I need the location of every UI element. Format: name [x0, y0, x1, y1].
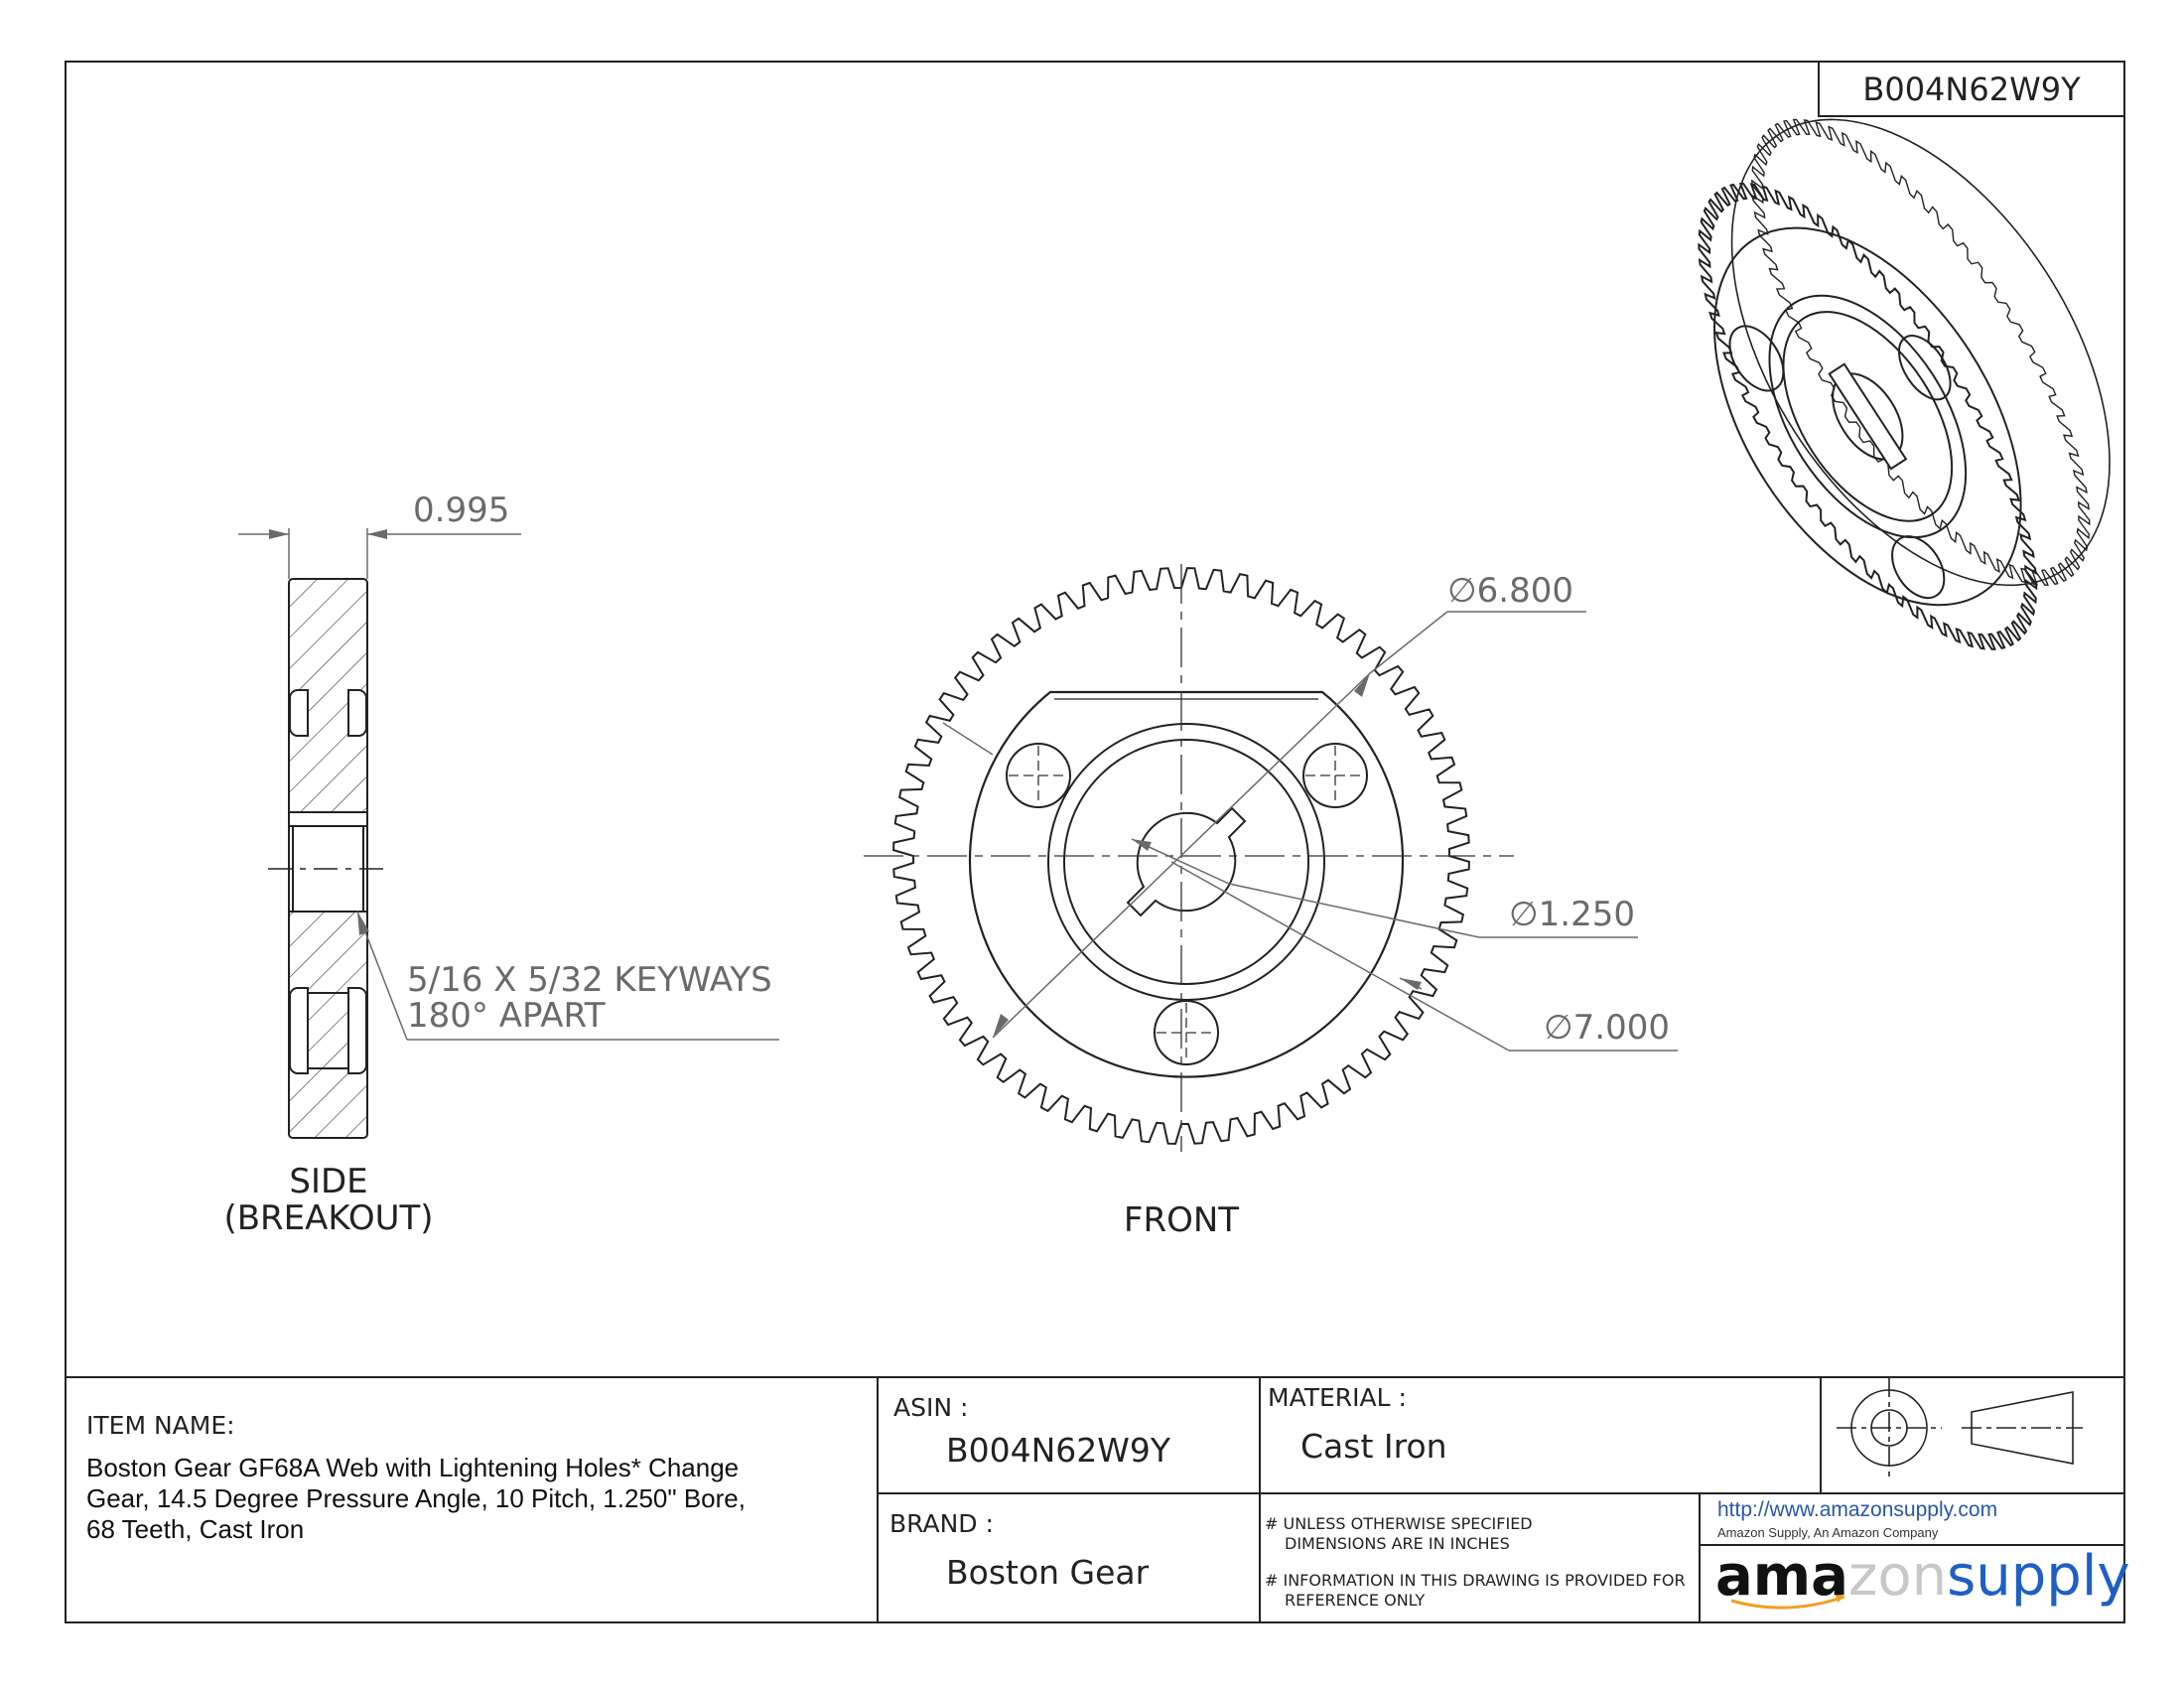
title-block: [66, 1376, 2124, 1622]
keyway-note-line2: 180° APART: [407, 995, 606, 1036]
iso-hub-inner: [1782, 311, 1954, 522]
lightening-hole: [1302, 743, 1368, 808]
iso-gear-teeth-back: [1751, 118, 2091, 587]
iso-hole: [1897, 335, 1952, 401]
pitch-diameter-label: ∅7.000: [1544, 1008, 1670, 1048]
side-view-label: SIDE (BREAKOUT): [223, 1162, 434, 1239]
web-outline: [968, 690, 1405, 1078]
material-label: MATERIAL :: [1268, 1383, 1407, 1412]
reference-note: # INFORMATION IN THIS DRAWING IS PROVIDE…: [1265, 1571, 1686, 1610]
asin-value: B004N62W9Y: [946, 1431, 1171, 1470]
isometric-view: [1698, 118, 2111, 650]
diameter-symbol-icon: ∅: [1509, 895, 1539, 934]
item-name-value: Boston Gear GF68A Web with Lightening Ho…: [86, 1453, 746, 1545]
hub-inner: [1063, 739, 1309, 985]
lightening-hole: [1154, 1000, 1219, 1065]
amazon-supply-logo: amazonsupply: [1715, 1544, 2130, 1609]
brand-value: Boston Gear: [946, 1553, 1150, 1592]
front-centerlines: [864, 564, 1514, 1152]
side-view: [268, 578, 387, 1139]
keyway-note: 5/16 X 5/32 KEYWAYS 180° APART: [407, 960, 772, 1036]
logo-smile-tip: [1835, 1592, 1844, 1603]
bore-diameter-label: ∅1.250: [1509, 895, 1635, 934]
website-link[interactable]: http://www.amazonsupply.com: [1717, 1498, 1998, 1521]
diameter-symbol-icon: ∅: [1447, 571, 1477, 611]
units-note: # UNLESS OTHERWISE SPECIFIED DIMENSIONS …: [1265, 1514, 1533, 1553]
front-dimension-leaders: [942, 611, 1678, 1052]
width-dimension-label: 0.995: [413, 491, 510, 530]
brand-label: BRAND :: [889, 1509, 994, 1538]
iso-hole: [1728, 325, 1785, 392]
front-view-label: FRONT: [1123, 1200, 1240, 1240]
bore-with-keyways: [1126, 806, 1247, 917]
website-subtitle: Amazon Supply, An Amazon Company: [1717, 1525, 1939, 1540]
iso-web: [1713, 226, 2022, 607]
material-value: Cast Iron: [1300, 1427, 1447, 1466]
width-dimension: [238, 528, 521, 579]
asin-box: [1818, 61, 2125, 117]
hub-outer: [1047, 723, 1325, 1001]
item-name-label: ITEM NAME:: [86, 1411, 235, 1440]
outer-diameter-label: ∅6.800: [1447, 571, 1573, 611]
asin-box-label: B004N62W9Y: [1862, 70, 2081, 108]
iso-hub-outer: [1768, 294, 1968, 539]
projection-symbol: [1837, 1377, 2083, 1479]
keyway-note-line1: 5/16 X 5/32 KEYWAYS: [407, 960, 772, 1000]
iso-rim-back: [1730, 118, 2111, 587]
iso-gear-teeth: [1698, 182, 2038, 650]
asin-label: ASIN :: [893, 1393, 969, 1422]
iso-hole: [1891, 535, 1946, 600]
iso-keyway: [1828, 362, 1908, 471]
diameter-symbol-icon: ∅: [1544, 1008, 1573, 1048]
keyway-leader: [356, 911, 779, 1041]
lightening-hole: [1006, 743, 1071, 808]
drawing-border: [65, 61, 2125, 1623]
logo-smile: [1730, 1595, 1845, 1610]
